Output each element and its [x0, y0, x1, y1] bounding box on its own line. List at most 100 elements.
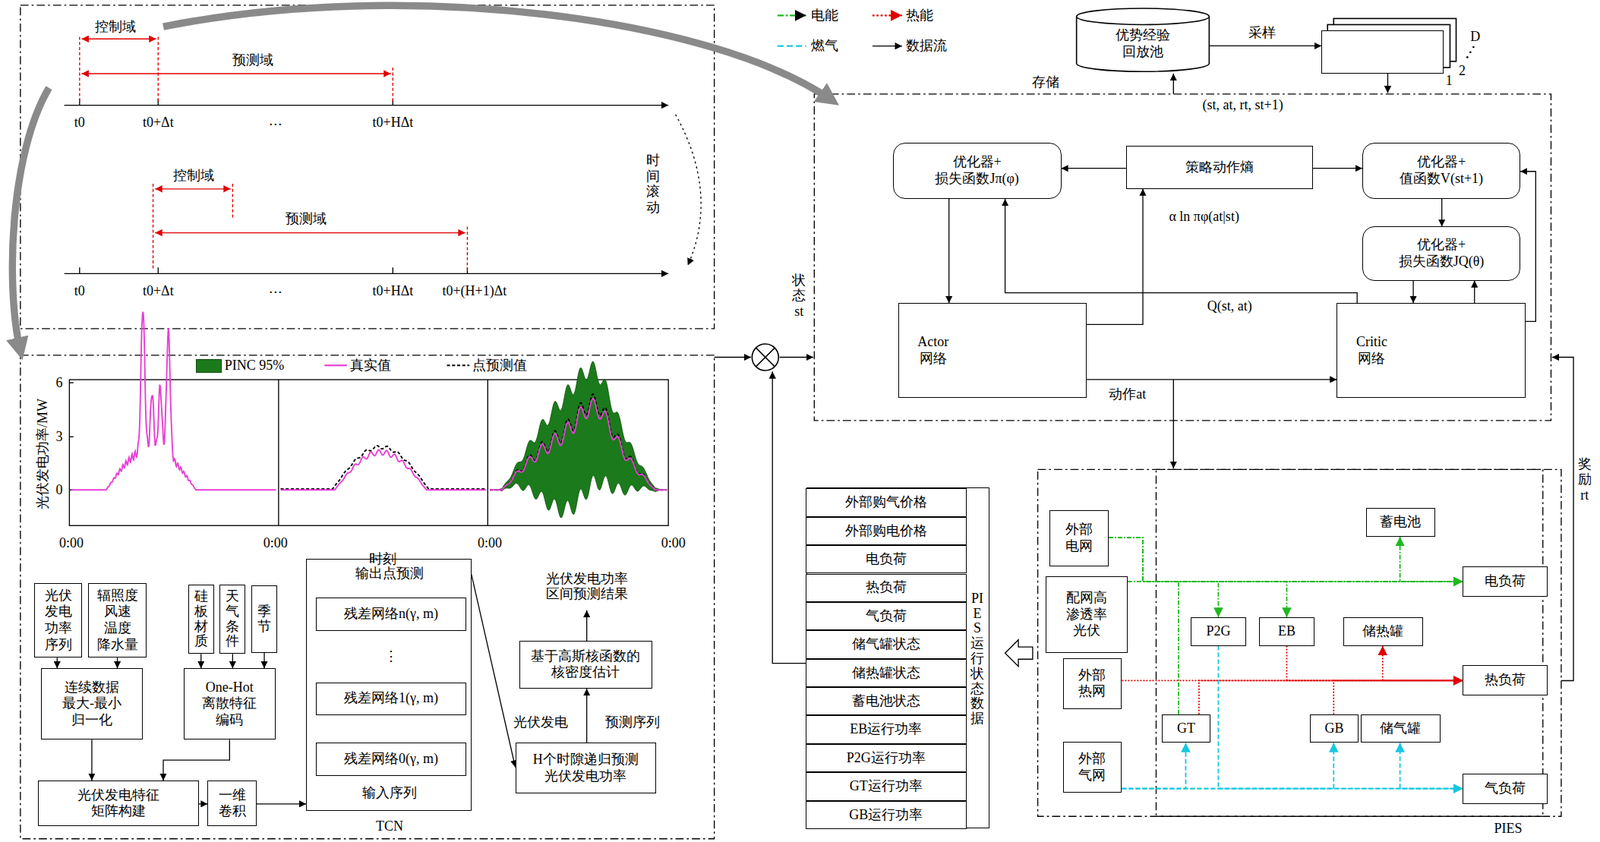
node-text: GB: [1315, 720, 1353, 738]
process-box: 优化器+ 损失函数JQ(θ): [1362, 226, 1521, 281]
legend-text: 燃气: [811, 36, 839, 55]
state-table: PIES运行状态数据外部购气价格外部购电价格电负荷热负荷气负荷储气罐状态储热罐状…: [806, 487, 991, 829]
node-text: Actor 网络: [907, 334, 959, 367]
node-text: 蓄电池状态: [811, 693, 961, 711]
node-text: 光伏 发电 功率 序列: [40, 587, 76, 654]
connector: [200, 653, 202, 669]
node-text: 外部购电价格: [811, 523, 961, 540]
legend-samples: [324, 15, 903, 366]
text-label: 控制域: [94, 18, 136, 35]
process-box: GB: [1309, 714, 1359, 744]
text-label: 预测序列: [605, 714, 660, 731]
node-text: Critic 网络: [1344, 334, 1401, 367]
text-label: 2: [1458, 62, 1466, 79]
node-text: 储气罐状态: [811, 636, 961, 654]
network-box: Critic 网络: [1336, 302, 1526, 398]
process-box: 储热罐: [1343, 617, 1424, 647]
node-text: P2G: [1196, 623, 1241, 641]
text-label: 时间滚动: [646, 152, 660, 216]
process-box: H个时隙递归预测 光伏发电功率: [515, 742, 657, 794]
node-text: 残差网络1(γ, m): [321, 690, 461, 707]
node-text: 输入序列: [362, 785, 417, 802]
node-text: 电负荷: [811, 551, 961, 569]
node-text: One-Hot 离散特征 编码: [193, 679, 266, 729]
edge-label: α ln πφ(at|st): [1167, 208, 1241, 225]
node-text: 蓄电池: [1372, 514, 1430, 531]
connector: [948, 198, 950, 303]
process-box: 硅板材质: [188, 584, 215, 654]
legend-text: PINC 95%: [224, 357, 285, 374]
text-label: 预测域: [285, 210, 327, 227]
node-text: GT: [1167, 720, 1205, 738]
panel-frames: [20, 5, 1562, 840]
connector: [1400, 742, 1464, 789]
connector: [1218, 646, 1463, 789]
connector: [1208, 45, 1322, 47]
node-text: 外部购气价格: [811, 494, 961, 512]
node-text: 电负荷: [1468, 573, 1542, 591]
table-row: 储热罐状态: [805, 659, 967, 688]
node-text: 残差网络n(γ, m): [321, 605, 461, 623]
connector: [1086, 378, 1337, 380]
connector: [1286, 646, 1463, 682]
table-row: 外部购电价格: [805, 517, 967, 546]
text-label: t0+HΔt: [372, 114, 414, 131]
node-text: 储热罐状态: [811, 665, 961, 682]
connector: [56, 657, 58, 669]
connector: [1199, 680, 1463, 714]
node-text: 优化器+ 损失函数Jπ(φ): [915, 154, 1039, 187]
process-box: 残差网络0(γ, m): [315, 742, 468, 777]
connector: [1121, 742, 1186, 789]
rolling-arrow: [675, 114, 702, 266]
connector: [1178, 581, 1463, 715]
edge-label: 采样: [1246, 25, 1278, 42]
node-text: 光伏发电特征 矩阵构建: [69, 787, 168, 821]
text-label: t0+HΔt: [372, 283, 414, 300]
node-text: 外部 热网: [1069, 667, 1117, 701]
node-text: 残差网络0(γ, m): [321, 751, 461, 768]
legend-swatch: [195, 359, 222, 373]
node-text: 气负荷: [811, 608, 961, 625]
node-text: EB: [1265, 623, 1310, 641]
node-text: EB运行功率: [811, 721, 961, 739]
text-label: 动作at: [1108, 385, 1146, 402]
node-text: PIES运行状态数据: [970, 591, 985, 727]
node-text: 优势经验 回放池: [1107, 27, 1179, 60]
connector: [471, 574, 516, 768]
process-box: GT: [1161, 714, 1211, 744]
text-label: 0:00: [477, 535, 502, 552]
node-text: 外部 电网: [1055, 521, 1103, 555]
process-box: P2G: [1190, 617, 1247, 647]
table-row: 电负荷: [805, 545, 967, 574]
prediction-band: [489, 361, 667, 518]
table-row: P2G运行功率: [805, 744, 967, 773]
stack-dots: [1466, 46, 1475, 59]
node-text: 辐照度 风速 温度 降水量: [94, 587, 141, 654]
text-label: 光伏发电功率 区间预测结果: [535, 571, 638, 603]
process-box: 优化器+ 损失函数Jπ(φ): [893, 142, 1062, 199]
connector: [1382, 646, 1463, 682]
text-label: t0+(H+1)Δt: [441, 283, 507, 300]
process-box: 残差网络n(γ, m): [315, 597, 468, 632]
process-box: EB: [1259, 617, 1316, 647]
text-label: 0:00: [263, 535, 288, 552]
legend-text: 热能: [905, 6, 934, 25]
power-curve: [280, 449, 487, 490]
process-box: 天气条件: [219, 584, 246, 654]
process-box: 外部 电网: [1049, 510, 1109, 567]
process-box: 季节: [251, 585, 278, 654]
connector: [1412, 280, 1414, 304]
sample-batch: D: [1321, 30, 1444, 73]
text-label: 光伏发电功率/MW: [34, 398, 51, 510]
legend-text: 点预测值: [472, 356, 528, 375]
connector: [1061, 167, 1127, 169]
text-label: 时刻: [369, 551, 397, 568]
node-text: 连续数据 最大-最小 归一化: [55, 679, 130, 729]
connector: [1333, 680, 1463, 714]
process-box: 辐照度 风速 温度 降水量: [88, 583, 147, 658]
text-label: 状态 st: [792, 272, 806, 320]
legend-text: 真实值: [350, 356, 392, 375]
text-label: 6: [55, 375, 63, 392]
power-curve: [280, 445, 487, 490]
